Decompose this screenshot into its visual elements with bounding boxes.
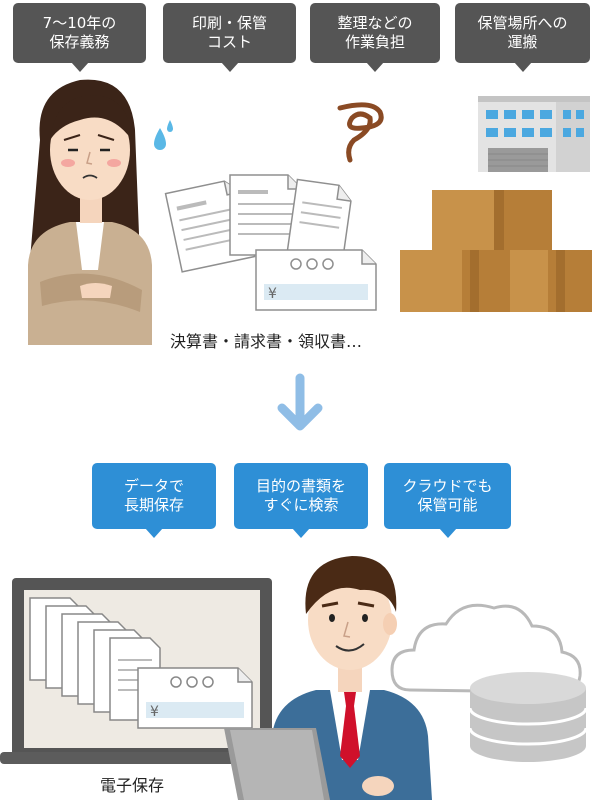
- yen-symbol: ¥: [268, 286, 277, 302]
- result-caption: 電子保存: [100, 776, 165, 795]
- stress-swirl-icon: [337, 102, 384, 163]
- benefit-bubble-search: 目的の書類を すぐに検索: [234, 463, 368, 538]
- worried-woman-illustration: [28, 79, 152, 345]
- yen-symbol: ¥: [150, 704, 159, 720]
- database-server-icon: [468, 672, 588, 762]
- cardboard-boxes-illustration: [400, 190, 592, 312]
- benefit-label: 目的の書類を すぐに検索: [255, 477, 346, 514]
- problem-label: 整理などの 作業負担: [337, 14, 413, 51]
- problem-bubble-cost: 印刷・保管 コスト: [163, 3, 296, 72]
- down-arrow-icon: [277, 373, 323, 431]
- benefit-bubble-long-term: データで 長期保存: [92, 463, 216, 538]
- benefit-bubble-cloud: クラウドでも 保管可能: [384, 463, 511, 538]
- cloud-icon: [390, 603, 582, 694]
- sweat-drop-icon: [167, 120, 173, 132]
- sweat-drop-icon: [154, 128, 166, 150]
- benefit-label: データで 長期保存: [123, 477, 184, 514]
- problem-bubble-transport: 保管場所への 運搬: [455, 3, 590, 72]
- problem-label: 印刷・保管 コスト: [191, 14, 267, 51]
- laptop-illustration: ¥: [0, 578, 300, 764]
- problem-bubble-workload: 整理などの 作業負担: [310, 3, 440, 72]
- paper-documents-illustration: ¥: [164, 174, 377, 311]
- documents-caption: 決算書・請求書・領収書…: [170, 332, 363, 351]
- problem-label: 保管場所への 運搬: [477, 14, 568, 51]
- problem-bubble-retention: 7〜10年の 保存義務: [13, 3, 146, 72]
- problem-label: 7〜10年の 保存義務: [42, 14, 117, 51]
- warehouse-building-illustration: [478, 96, 590, 172]
- smiling-man-illustration: [224, 556, 432, 800]
- benefit-label: クラウドでも 保管可能: [402, 477, 493, 514]
